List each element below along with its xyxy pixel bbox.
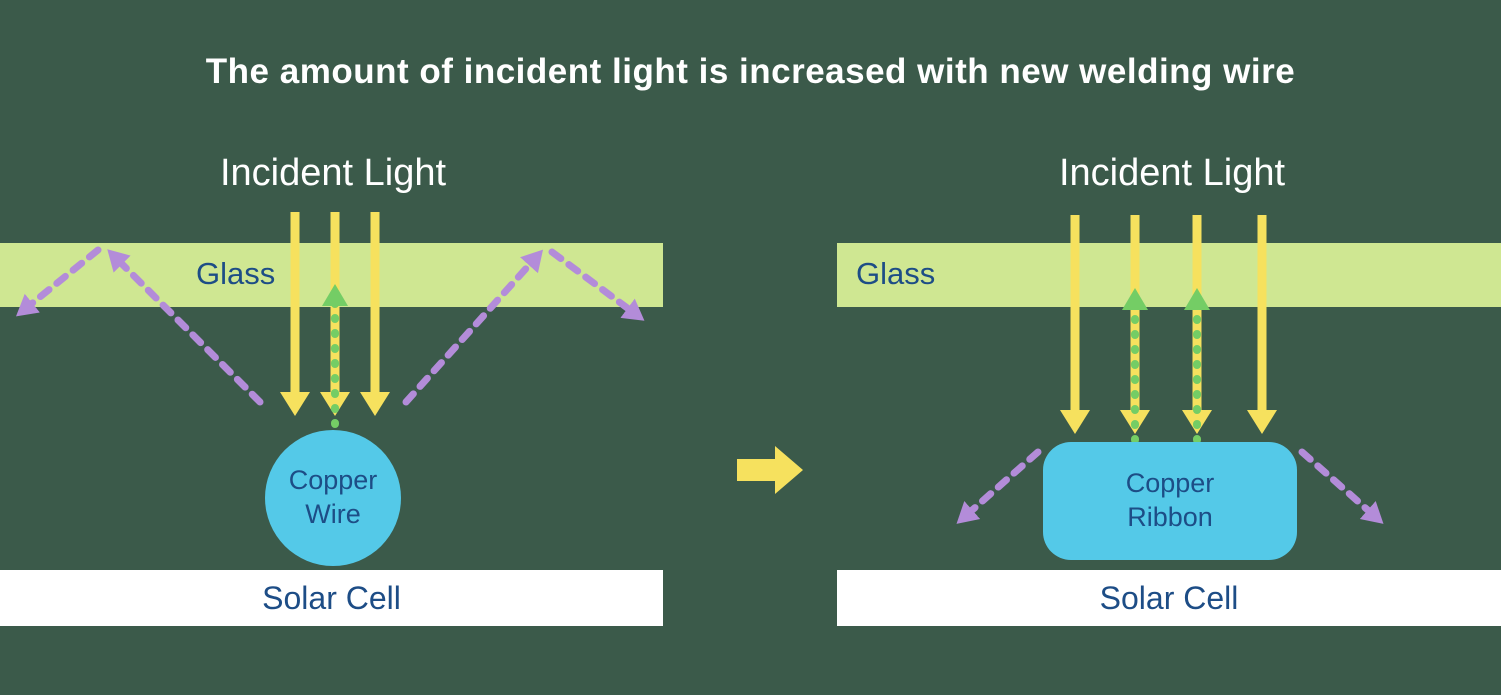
- right-solar-cell-bar: Solar Cell: [837, 570, 1501, 626]
- right-recaptured-ray-arrows: [1122, 288, 1210, 444]
- right-glass-band: [837, 243, 1501, 307]
- copper-ribbon-shape: Copper Ribbon: [1043, 442, 1297, 560]
- purple-dashed-arrow-icon: [548, 248, 645, 321]
- purple-dashed-arrow-icon: [1298, 448, 1384, 524]
- purple-dashed-arrow-icon: [402, 249, 544, 406]
- page-title: The amount of incident light is increase…: [205, 52, 1296, 91]
- copper-ribbon-label: Copper Ribbon: [1125, 468, 1215, 532]
- right-incident-ray-arrows: [1060, 215, 1277, 434]
- copper-wire-label: Copper Wire: [288, 465, 378, 529]
- purple-dashed-arrow-icon: [16, 246, 102, 317]
- left-solar-cell-bar: Solar Cell: [0, 570, 663, 626]
- left-solar-cell-label: Solar Cell: [262, 579, 401, 616]
- right-glass-label: Glass: [856, 256, 936, 291]
- transition-right-arrow-icon: [737, 446, 803, 494]
- left-incident-light-label: Incident Light: [219, 152, 447, 194]
- left-lost-light-arrows: [16, 246, 645, 406]
- purple-dashed-arrow-icon: [107, 249, 264, 406]
- right-solar-cell-label: Solar Cell: [1099, 579, 1239, 616]
- right-incident-light-label: Incident Light: [1058, 152, 1286, 194]
- left-glass-label: Glass: [196, 256, 276, 291]
- copper-wire-shape: Copper Wire: [265, 430, 401, 566]
- right-redirected-light-arrows: [956, 448, 1384, 524]
- purple-dashed-arrow-icon: [956, 448, 1042, 524]
